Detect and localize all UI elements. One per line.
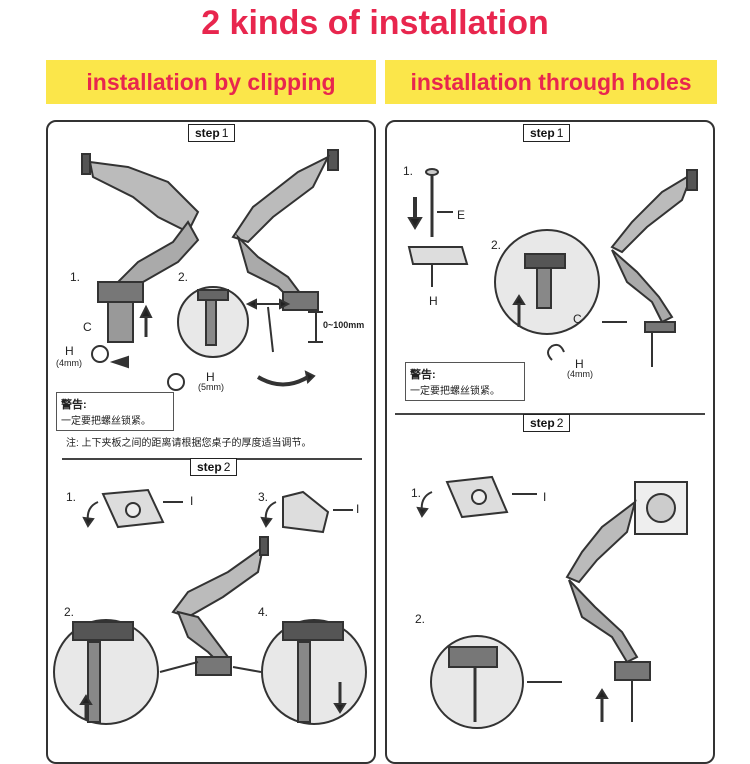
holes-step2-label-1: 1.	[411, 486, 422, 500]
holes-label-e: E	[457, 208, 466, 222]
clip-label-h1-size: (4mm)	[56, 358, 82, 368]
clip-step1-illustration	[81, 149, 339, 391]
holes-label-h: H	[429, 294, 438, 308]
clip-label-h2-size: (5mm)	[198, 382, 224, 392]
holes-label-h2-size: (4mm)	[567, 369, 593, 379]
clip-label-1: 1.	[70, 270, 81, 284]
holes-label-2: 2.	[491, 238, 502, 252]
clip-label-h1: H	[65, 344, 74, 358]
clip-step2-label-4: 4.	[258, 605, 269, 619]
clip-step2-label-i1: I	[190, 494, 194, 508]
holes-step2-illustration	[416, 475, 688, 729]
holes-label-h2: H	[575, 357, 584, 371]
clip-step2-label-3: 3.	[258, 490, 269, 504]
clip-warning-box: 警告: 一定要把螺丝锁紧。	[56, 392, 174, 431]
clip-label-2: 2.	[178, 270, 189, 284]
clip-label-h2: H	[206, 370, 215, 384]
holes-warning-box: 警告: 一定要把螺丝锁紧。	[405, 362, 525, 401]
page-title: 2 kinds of installation	[201, 4, 549, 42]
holes-label-1: 1.	[403, 164, 414, 178]
clip-step2-illustration	[53, 488, 367, 725]
clip-range-label: 0~100mm	[323, 320, 365, 330]
clip-note: 注: 上下夹板之间的距离请根据您桌子的厚度适当调节。	[66, 438, 312, 449]
clip-step2-label-1: 1.	[66, 490, 77, 504]
holes-label-c: C	[573, 312, 582, 326]
holes-step2-label-i: I	[543, 490, 547, 504]
clip-step2-label-i3: I	[356, 502, 360, 516]
holes-step2-label-2: 2.	[415, 612, 426, 626]
clip-step2-label-2: 2.	[64, 605, 75, 619]
banner-clipping: installation by clipping	[46, 60, 376, 104]
banner-holes: installation through holes	[385, 60, 717, 104]
holes-step1-illustration	[407, 168, 698, 367]
clip-label-c: C	[83, 320, 92, 334]
